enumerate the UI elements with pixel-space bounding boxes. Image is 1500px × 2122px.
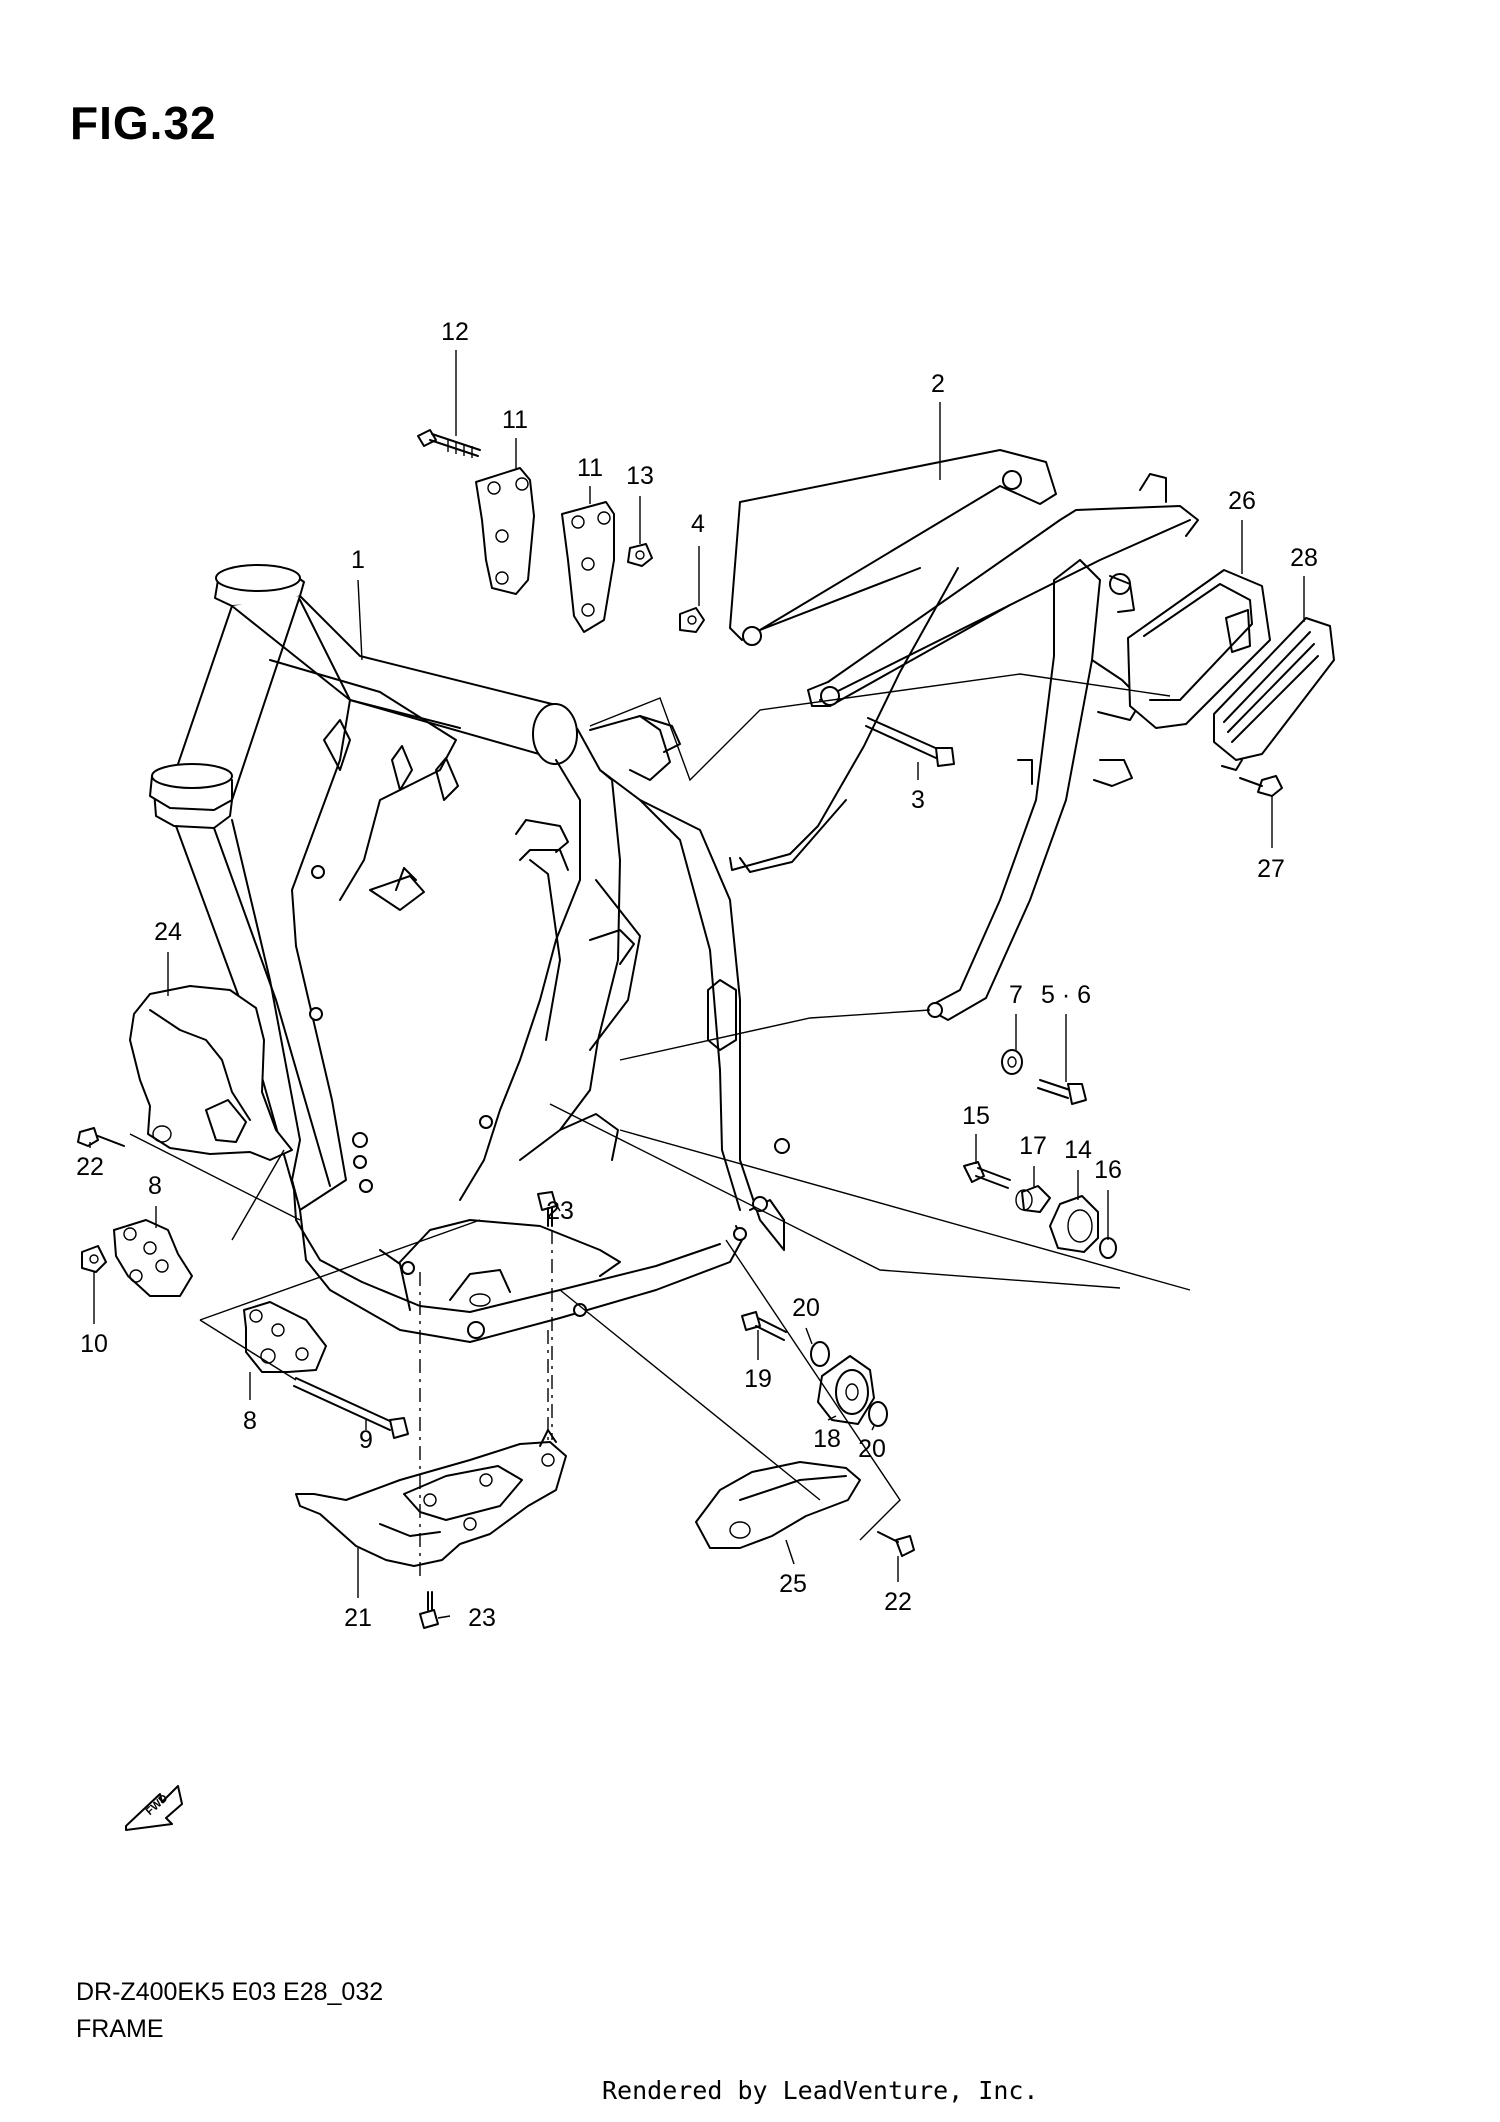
- callout-c7: 7: [1009, 981, 1023, 1009]
- callout-c15: 15: [962, 1102, 990, 1130]
- callout-c10: 10: [80, 1330, 108, 1358]
- callout-c19: 19: [744, 1365, 772, 1393]
- callout-c17: 17: [1019, 1132, 1047, 1160]
- callout-c5: 5 · 6: [1041, 981, 1091, 1009]
- callout-c2: 2: [931, 370, 945, 398]
- assembly-lines: [129, 673, 1191, 1580]
- callout-c22a: 22: [76, 1153, 104, 1181]
- guards-and-plates: [113, 985, 861, 1567]
- callout-c11a: 11: [502, 406, 528, 434]
- callout-c26: 26: [1228, 487, 1256, 515]
- callout-c12: 12: [441, 318, 469, 346]
- rear-subframe: [729, 449, 1199, 1021]
- callout-c24: 24: [154, 918, 182, 946]
- hardware: [77, 429, 1283, 1629]
- callout-c23b: 23: [468, 1604, 496, 1632]
- callout-c28: 28: [1290, 544, 1318, 572]
- model-code: DR-Z400EK5 E03 E28_032: [76, 1978, 384, 2006]
- callout-c8a: 8: [148, 1172, 162, 1200]
- callout-c27: 27: [1257, 855, 1285, 883]
- callout-c16: 16: [1094, 1156, 1122, 1184]
- callout-c25: 25: [779, 1570, 807, 1598]
- callout-c20a: 20: [792, 1294, 820, 1322]
- main-frame: [149, 564, 790, 1343]
- callout-c18: 18: [813, 1425, 841, 1453]
- callout-c8b: 8: [243, 1407, 257, 1435]
- callout-c9: 9: [359, 1426, 373, 1454]
- leader-lines: [89, 350, 1305, 1619]
- figure-title: FIG.32: [70, 97, 217, 149]
- callout-c22b: 22: [884, 1588, 912, 1616]
- figure-name: FRAME: [76, 2015, 164, 2043]
- callout-c4: 4: [691, 510, 705, 538]
- callout-c23a: 23: [546, 1197, 574, 1225]
- callout-c1: 1: [351, 546, 365, 574]
- rendered-by-credit: Rendered by LeadVenture, Inc.: [602, 2076, 1039, 2105]
- callout-c21: 21: [344, 1604, 372, 1632]
- callout-c3: 3: [911, 786, 925, 814]
- callout-c14: 14: [1064, 1136, 1092, 1164]
- fwd-arrow-icon: FWD: [125, 1785, 183, 1831]
- callout-c13: 13: [626, 462, 654, 490]
- engine-bracket-upper: [475, 467, 615, 633]
- electrical-box: [1127, 569, 1335, 771]
- callout-c20b: 20: [858, 1435, 886, 1463]
- callout-c11b: 11: [577, 454, 603, 482]
